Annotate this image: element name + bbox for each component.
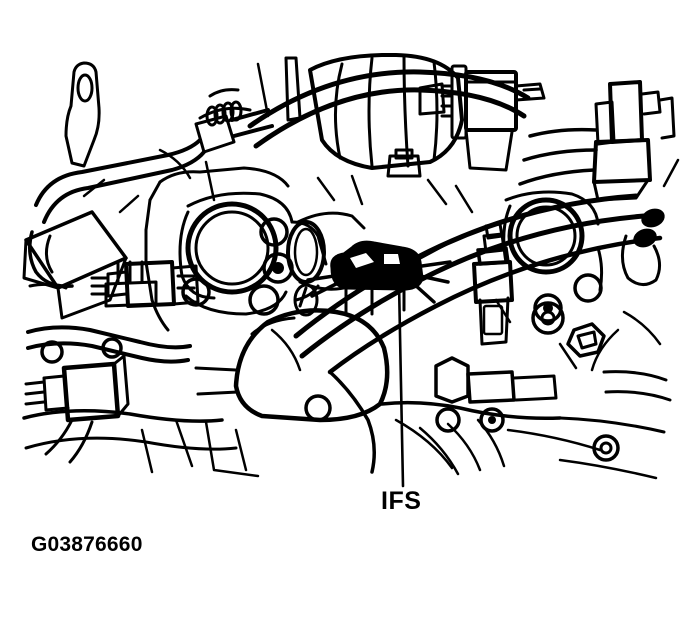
connector-pins-upper-left bbox=[104, 260, 158, 308]
hose-run-right-upper bbox=[518, 127, 598, 186]
engine-linework bbox=[22, 52, 680, 480]
intake-port-left bbox=[178, 191, 294, 316]
intake-housing-left bbox=[144, 166, 328, 332]
casting-detail-lines bbox=[82, 148, 680, 372]
fuel-pipe-lower-right bbox=[434, 356, 558, 433]
ifs-sensor-connector bbox=[306, 240, 452, 316]
pipe-stub-top bbox=[284, 56, 302, 122]
engine-block-contours bbox=[22, 370, 666, 480]
hose-run-lower-left bbox=[26, 282, 192, 364]
sensor-right-side bbox=[472, 222, 514, 346]
solenoid-valve-top bbox=[418, 64, 546, 172]
water-outlet-housing bbox=[194, 283, 390, 423]
ifs-callout-label: IFS bbox=[381, 487, 422, 515]
connector-block-lower-left bbox=[24, 354, 130, 464]
figure-id-label: G03876660 bbox=[31, 533, 143, 556]
bolt-group-right bbox=[531, 301, 672, 462]
plenum-mount-boss bbox=[386, 148, 422, 178]
spring-hose-connector bbox=[198, 88, 252, 127]
intake-port-right bbox=[502, 190, 604, 323]
bracket-plate-left bbox=[22, 210, 128, 320]
dark-blobs-right-edge bbox=[621, 208, 665, 286]
ifs-leader-line bbox=[397, 281, 405, 488]
bracket-tab-upper-left bbox=[64, 61, 101, 168]
